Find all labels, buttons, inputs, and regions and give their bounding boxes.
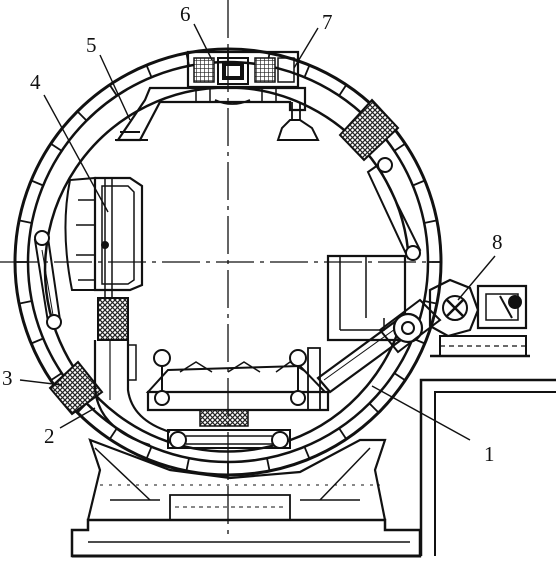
top-carriage [115,52,318,140]
inner-ring [45,87,408,451]
ring-segment-tick [413,181,425,186]
bottom-work-table [128,345,328,448]
leader-lines [20,24,495,440]
ring-segment-tick [339,428,346,439]
right-radial-strut [368,158,420,260]
callout-label-6: 6 [180,2,191,26]
leader-2 [60,408,95,428]
leader-6 [194,24,212,60]
ring-guide-block-left [50,362,102,414]
ring-segment-tick [267,458,270,471]
ring-segment-tick [19,220,32,223]
leader-4 [44,95,108,212]
left-radial-strut [35,231,61,329]
left-clamp-assembly [65,178,170,445]
callout-label-7: 7 [322,10,333,34]
callout-label-3: 3 [2,366,13,390]
callout-label-4: 4 [30,70,41,94]
callout-label-1: 1 [484,442,495,466]
ring-segment-tick [147,65,152,77]
leader-7 [294,28,318,68]
ring-guide-block-right [340,100,398,160]
ring-segment-tick [186,458,189,471]
tilting-lever-arm [318,300,440,392]
ring-segment-tick [147,447,152,459]
drive-motor-gearbox [430,280,530,356]
ring-segment-tick [394,144,405,151]
ring-segment-tick [424,220,437,223]
ring-segment-tick [305,447,310,459]
leader-1 [372,386,470,440]
leader-3 [20,380,62,385]
ring-segment-tick [394,373,405,380]
ring-segment-tick [31,339,43,344]
ring-segment-tick [339,85,346,96]
ring-segment-tick [110,85,117,96]
ring-segment-tick [369,403,378,412]
leader-5 [100,55,130,120]
leader-8 [458,256,495,300]
ring-segment-tick [51,373,62,380]
support-cradle [88,440,385,520]
callout-label-5: 5 [86,33,97,57]
centre-lines [0,0,440,538]
ring-segment-tick [31,181,43,186]
callout-label-8: 8 [492,230,503,254]
ring-segment-tick [305,65,310,77]
foundation-base [72,380,556,556]
ring-segment-tick [51,144,62,151]
ring-segment-tick [110,428,117,439]
ring-segment-tick [77,111,86,120]
ring-segment-tick [19,301,32,304]
callout-label-2: 2 [44,424,55,448]
